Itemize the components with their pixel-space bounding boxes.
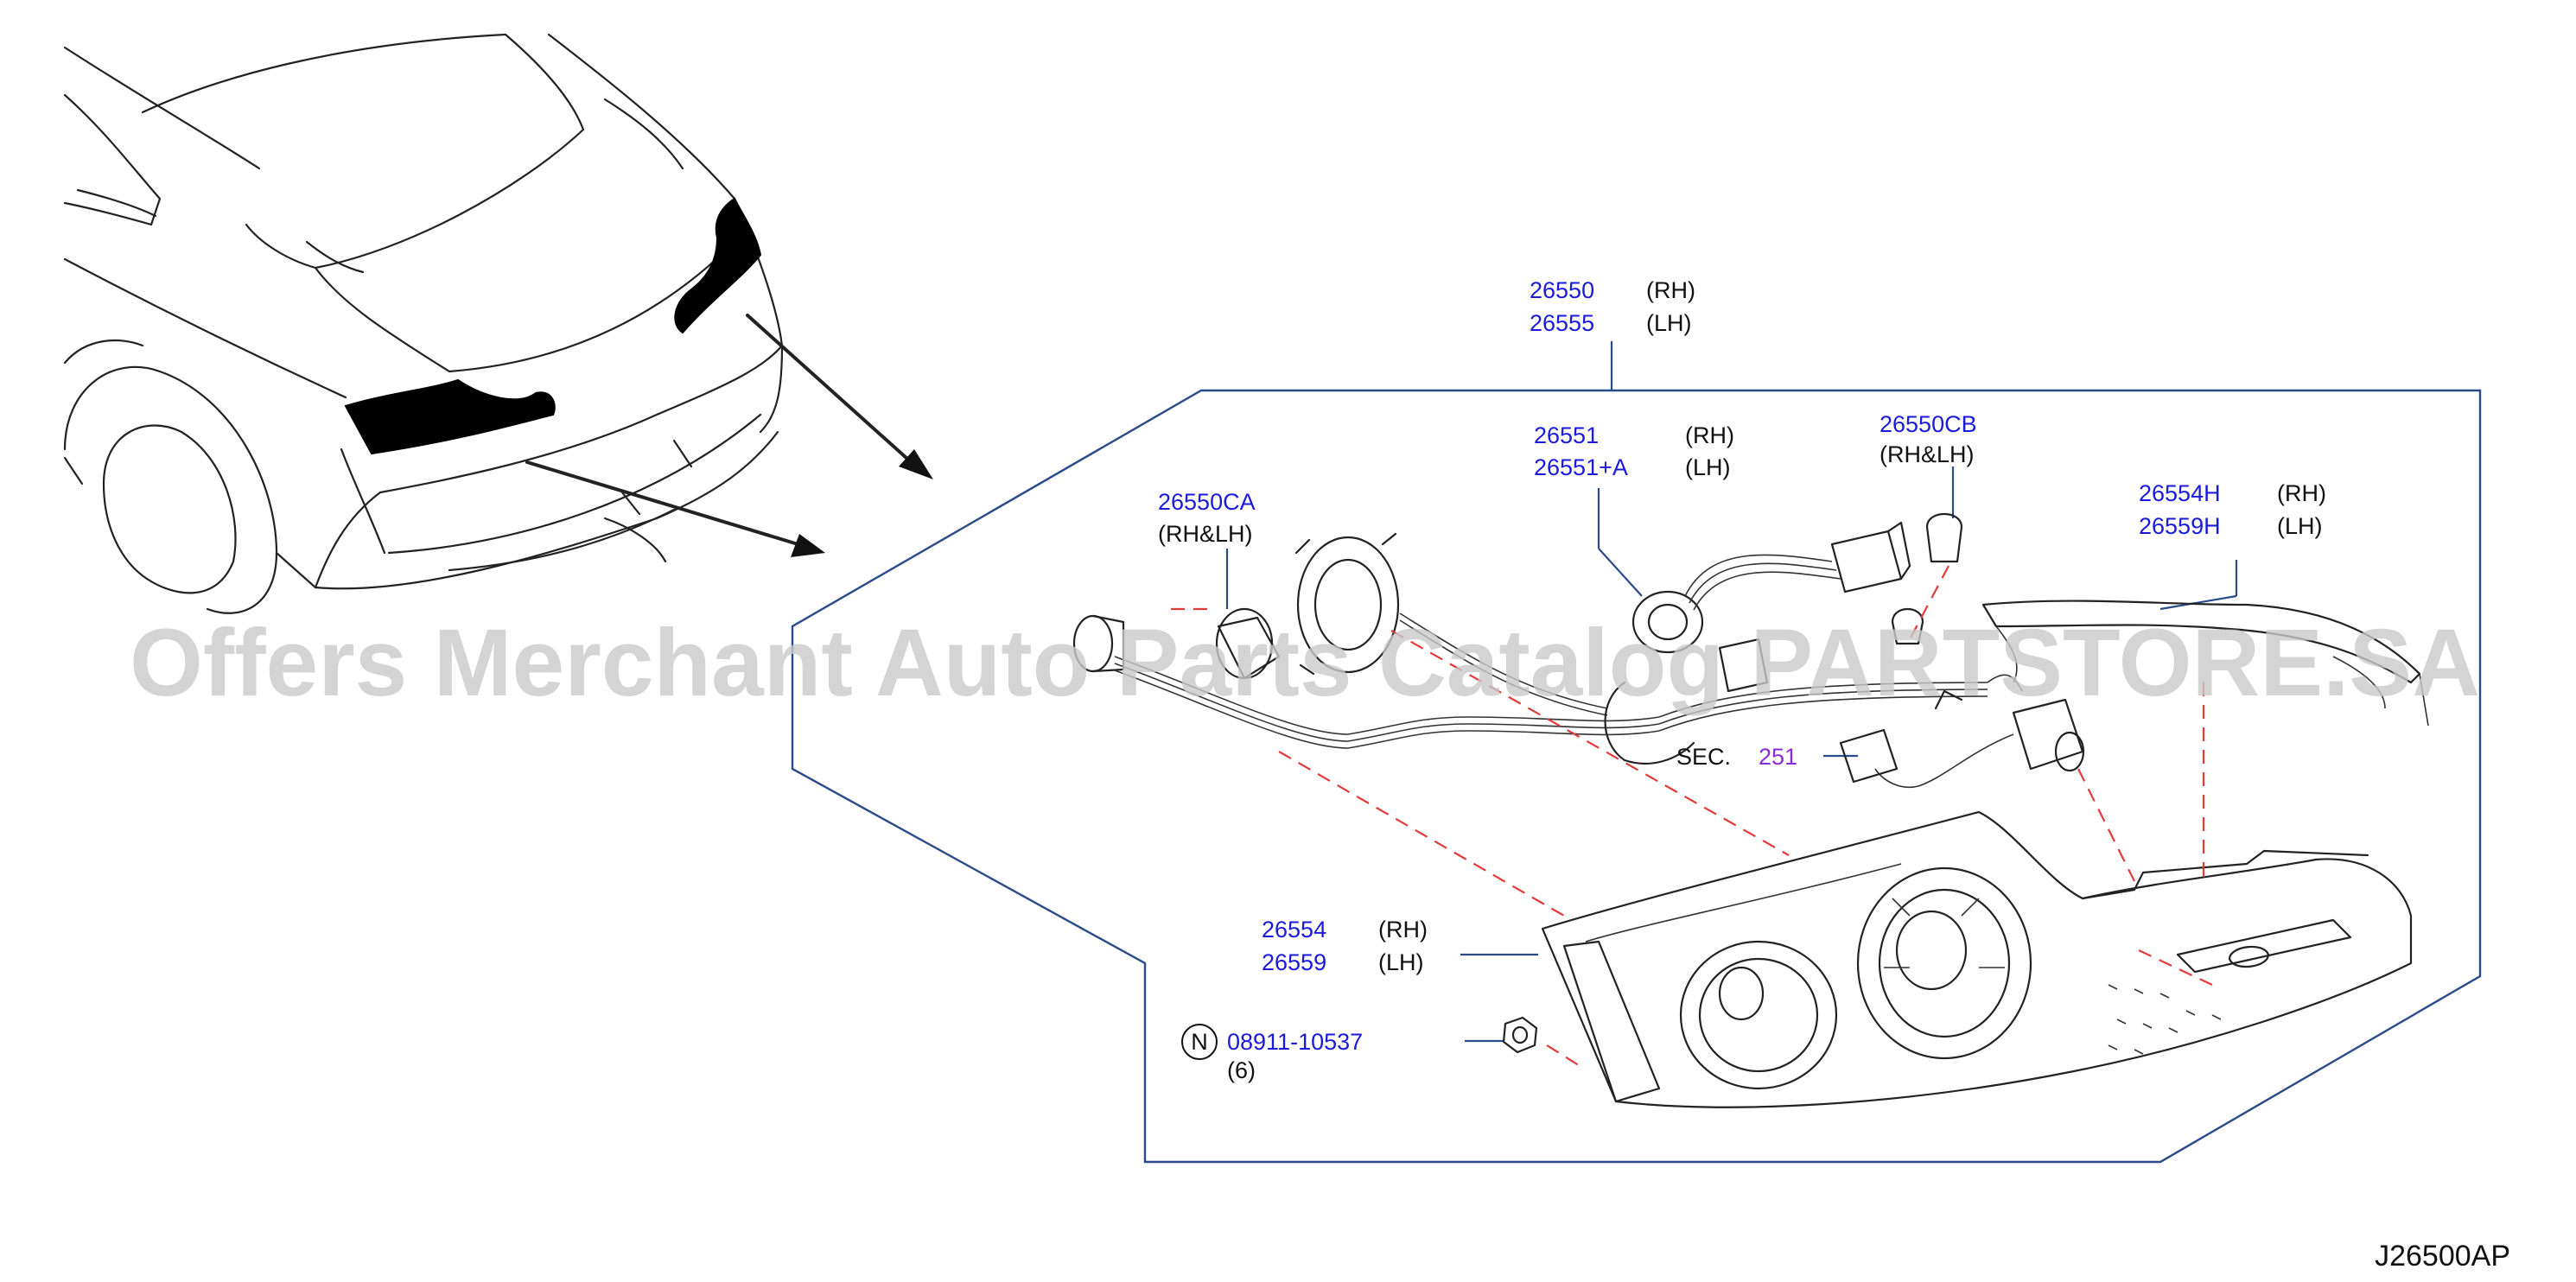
lens-housing-illustration <box>1502 810 2413 1108</box>
assembly-guides <box>1171 565 2213 1068</box>
gasket-lh-pn[interactable]: 26559H <box>2139 513 2221 539</box>
gasket-rh-pn[interactable]: 26554H <box>2139 480 2221 506</box>
car-rear-illustration <box>63 33 933 614</box>
lens-housing-lh-pn[interactable]: 26559 <box>1262 949 1326 975</box>
assembly-frame <box>791 389 2482 1164</box>
lens-housing-rh-tag: (RH) <box>1378 917 1428 942</box>
n-badge-circle <box>1181 1024 1218 1060</box>
lens-housing-lh-tag: (LH) <box>1378 949 1424 975</box>
lens-housing-rh-pn[interactable]: 26554 <box>1262 917 1326 942</box>
assembly-rh-tag: (RH) <box>1646 277 1695 303</box>
bulb-ca-pn[interactable]: 26550CA <box>1158 489 1256 515</box>
assembly-lh-tag: (LH) <box>1646 310 1692 336</box>
watermark-text: Offers Merchant Auto Parts Catalog PARTS… <box>130 610 2480 716</box>
section-label: SEC. <box>1676 744 1731 770</box>
bulb-cb-tag: (RH&LH) <box>1880 441 1975 467</box>
harness-lh-tag: (LH) <box>1685 454 1731 480</box>
nut-pn[interactable]: 08911-10537 <box>1227 1029 1363 1055</box>
n-badge: N <box>1191 1029 1208 1055</box>
assembly-lh-pn[interactable]: 26555 <box>1530 310 1594 336</box>
harness-rh-tag: (RH) <box>1685 422 1734 448</box>
diagram-code: J26500AP <box>2375 1240 2510 1272</box>
assembly-rh-pn[interactable]: 26550 <box>1530 277 1594 303</box>
harness-lh-pn[interactable]: 26551+A <box>1534 454 1628 480</box>
bulb-ca-tag: (RH&LH) <box>1158 521 1253 547</box>
gasket-rh-tag: (RH) <box>2277 480 2326 506</box>
section-ref-link[interactable]: 251 <box>1759 744 1797 770</box>
harness-rh-pn[interactable]: 26551 <box>1534 422 1599 448</box>
gasket-illustration <box>1981 600 2429 727</box>
harness-illustration <box>1072 513 2085 788</box>
gasket-lh-tag: (LH) <box>2277 513 2323 539</box>
bulb-cb-pn[interactable]: 26550CB <box>1880 411 1977 437</box>
nut-qty: (6) <box>1227 1057 1256 1083</box>
